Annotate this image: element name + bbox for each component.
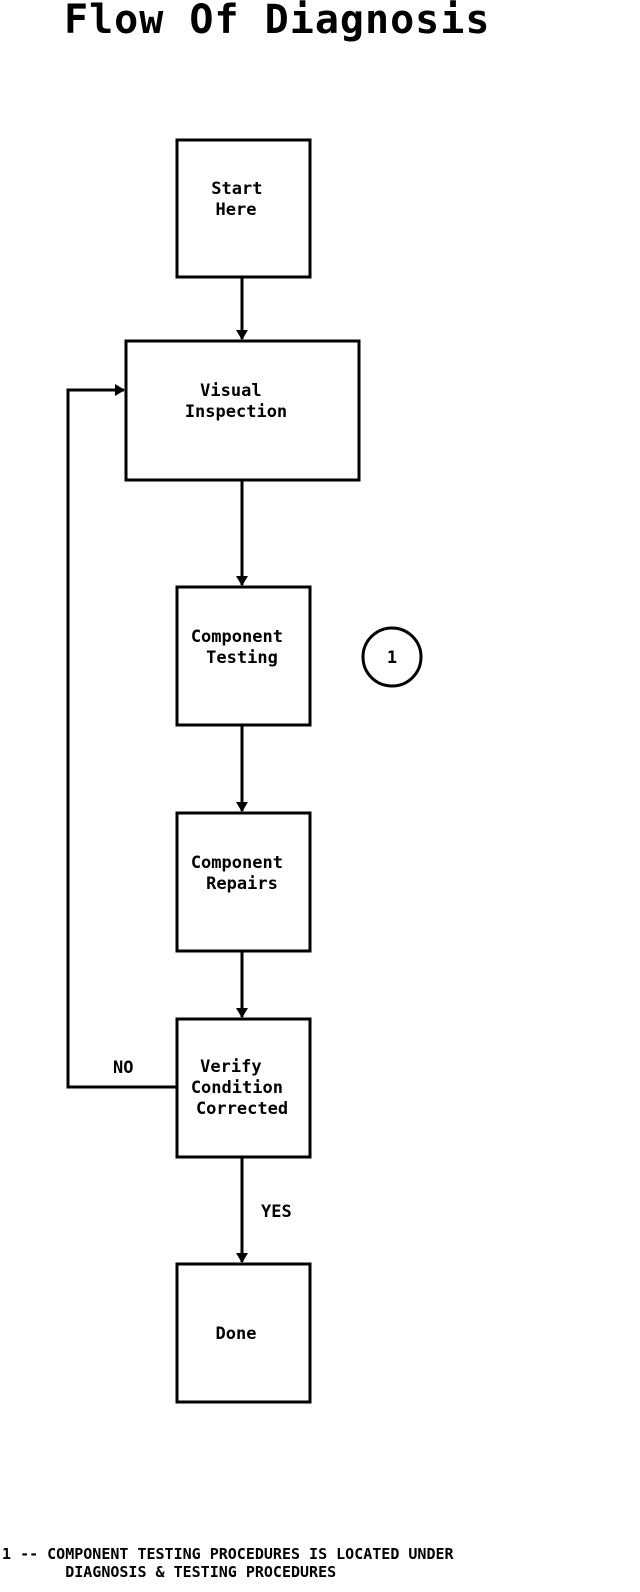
footnote-number: 1 (2, 1545, 12, 1563)
component-repairs-label: Component Repairs (191, 853, 293, 894)
start-here-label: Start Here (211, 179, 272, 220)
start-here-line-1: Start (211, 179, 262, 199)
visual-inspection-label: Visual Inspection (185, 381, 287, 422)
component-repairs-box (175, 811, 312, 953)
visual-inspection-box (124, 339, 361, 482)
done-line-1: Done (216, 1324, 257, 1344)
component-repairs-line-2: Repairs (206, 874, 278, 894)
footnote: 1 -- COMPONENT TESTING PROCEDURES IS LOC… (2, 1545, 454, 1581)
verify-condition-line-1: Verify (200, 1057, 261, 1077)
verify-condition-box (175, 1017, 312, 1159)
visual-inspection-line-2: Inspection (185, 402, 287, 422)
visual-inspection-line-1: Visual (200, 381, 261, 401)
callout-number: 1 (387, 648, 397, 668)
done-label: Done (216, 1324, 257, 1344)
verify-condition-line-2: Condition (191, 1078, 283, 1098)
done-box (175, 1262, 312, 1404)
component-repairs-line-1: Component (191, 853, 283, 873)
component-testing-line-2: Testing (206, 648, 278, 668)
footnote-line-2: DIAGNOSIS & TESTING PROCEDURES (65, 1563, 337, 1581)
start-here-box (175, 138, 312, 279)
footnote-separator: -- (20, 1545, 39, 1563)
verify-condition-line-3: Corrected (196, 1099, 288, 1119)
callout-circle (361, 626, 423, 688)
verify-condition-label: Verify Condition Corrected (191, 1057, 293, 1119)
no-label: NO (113, 1058, 133, 1078)
footnote-line-1: COMPONENT TESTING PROCEDURES IS LOCATED … (47, 1545, 454, 1563)
diagram-title: Flow Of Diagnosis (64, 0, 491, 43)
component-testing-label: Component Testing (191, 627, 293, 668)
start-here-line-2: Here (216, 200, 257, 220)
component-testing-line-1: Component (191, 627, 283, 647)
arrow-no-loop-back (66, 384, 177, 1089)
yes-label: YES (261, 1202, 292, 1222)
component-testing-box (175, 585, 312, 727)
